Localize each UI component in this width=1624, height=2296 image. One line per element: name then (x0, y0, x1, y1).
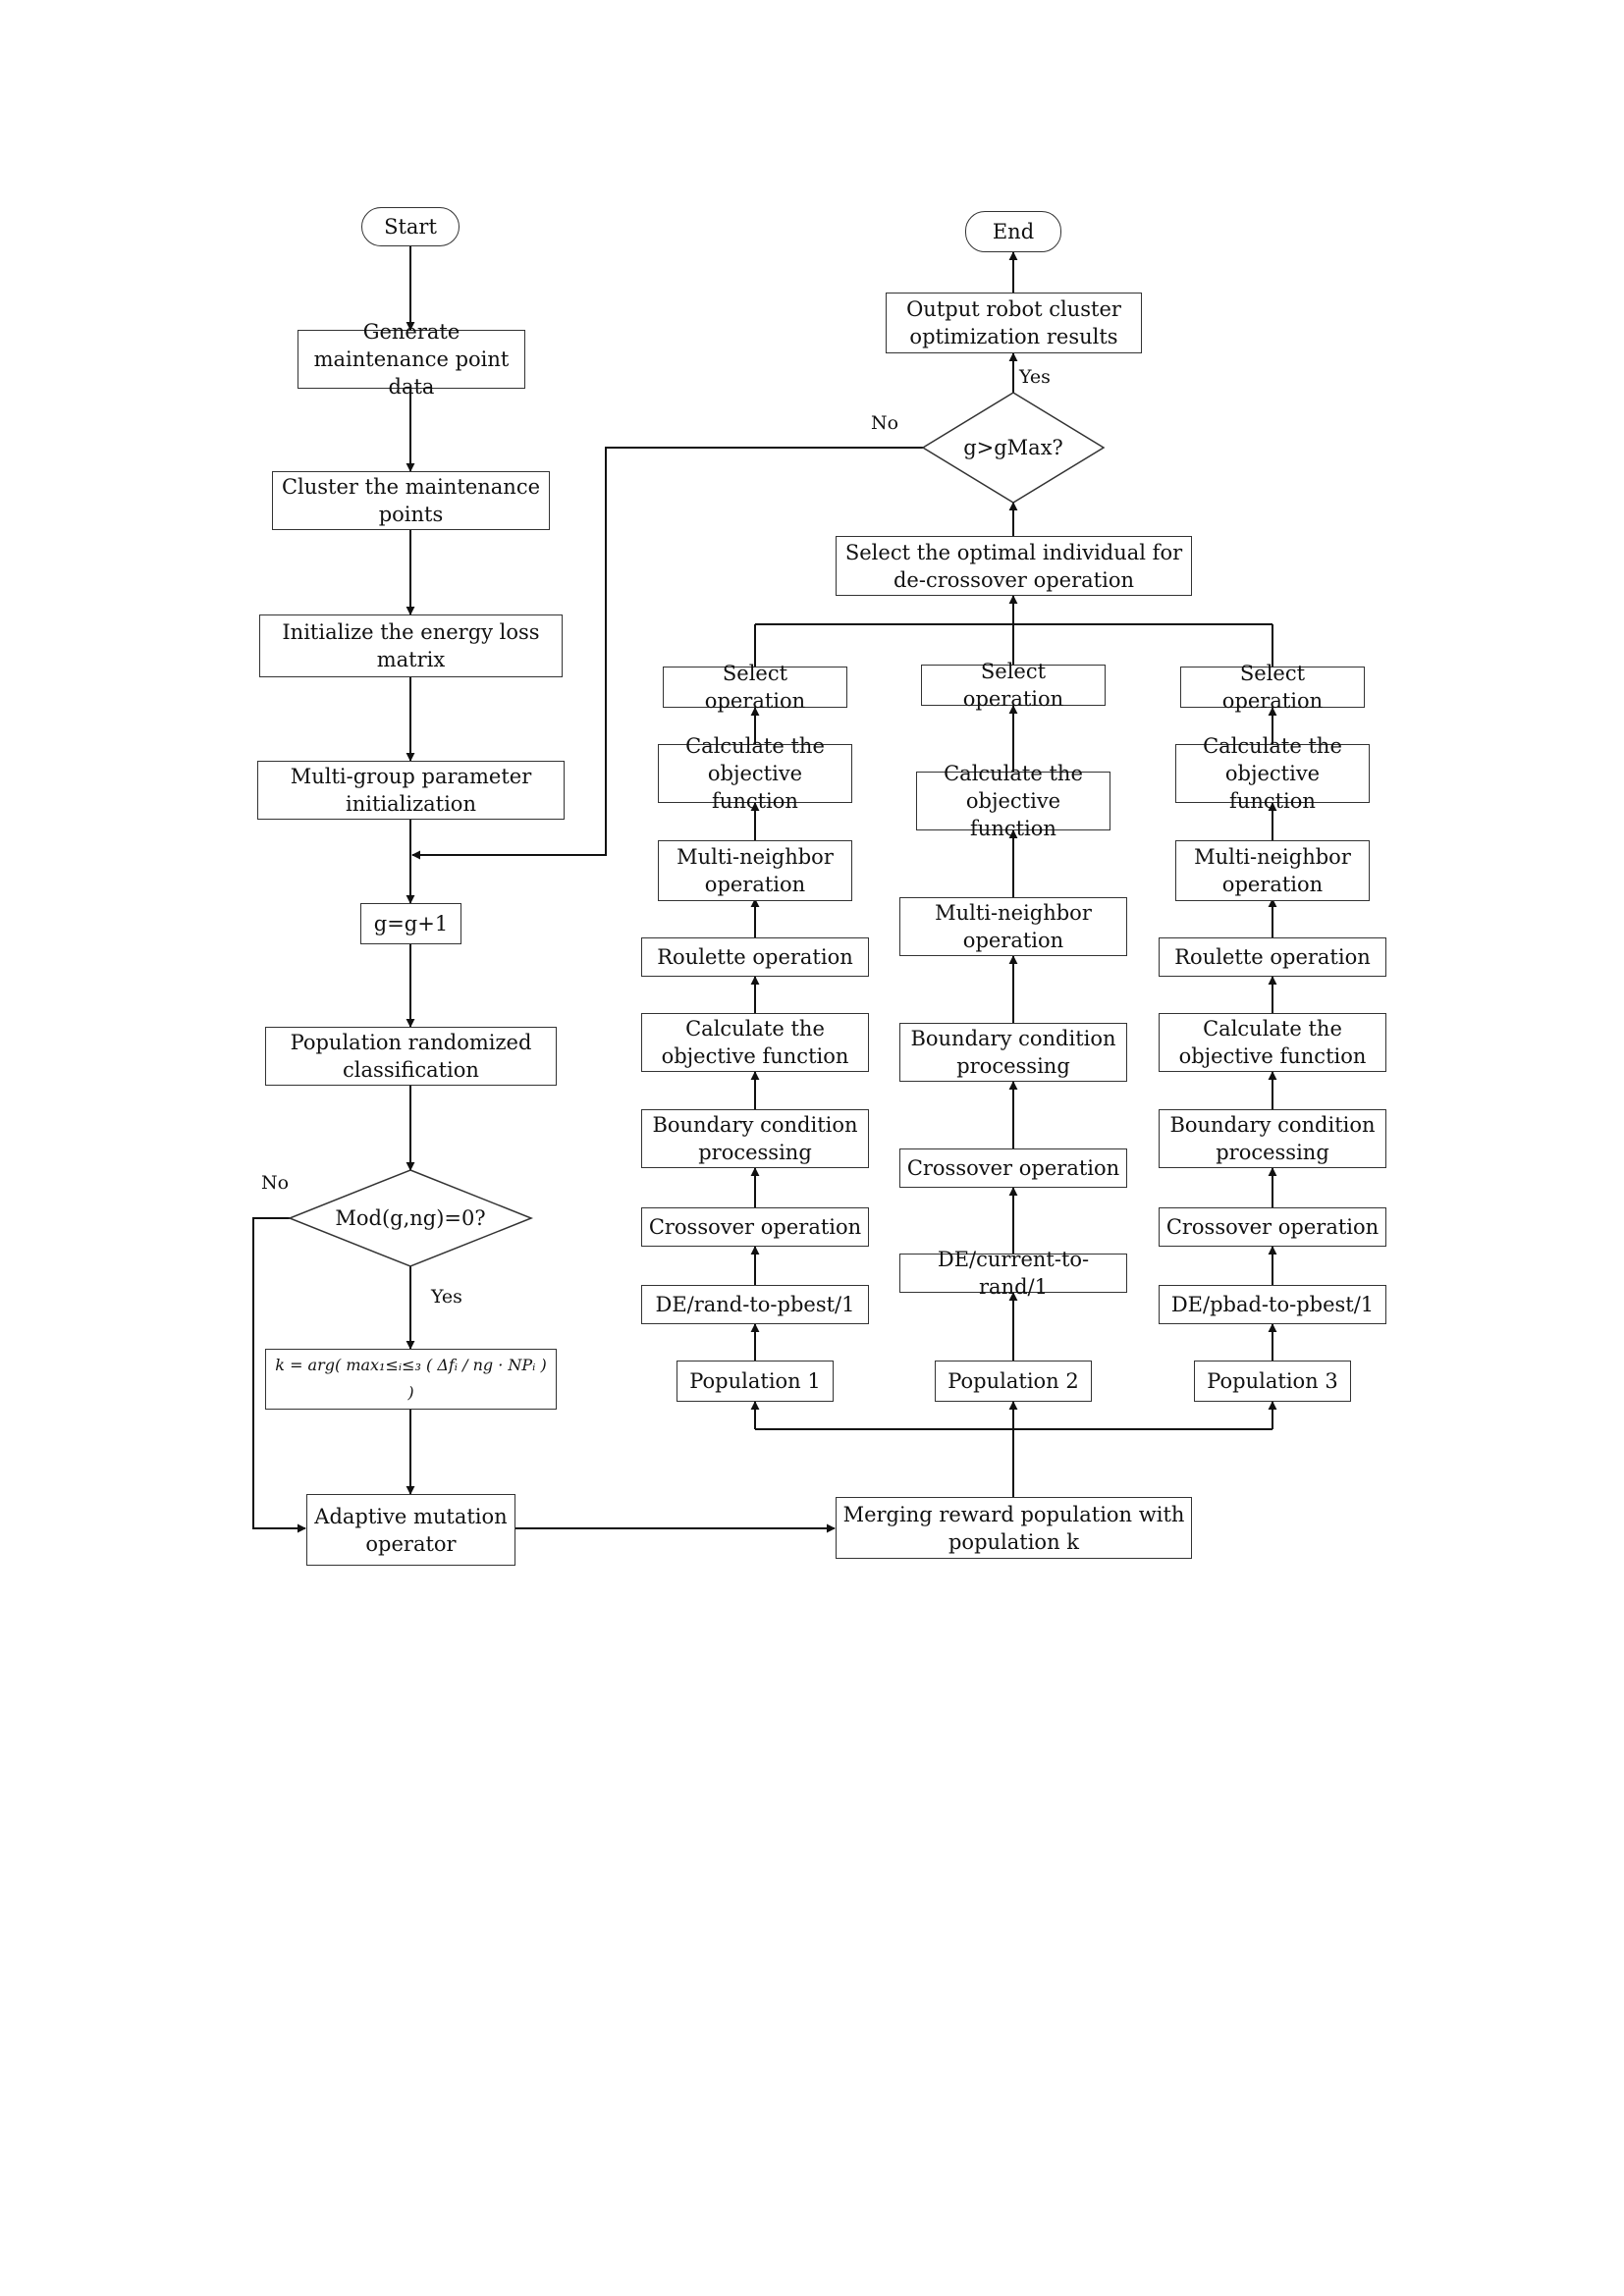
yes-gmax-label: Yes (1019, 366, 1051, 388)
multi-neighbor-3-box: Multi-neighbor operation (1175, 840, 1370, 901)
calc-objective-2-box: Calculate the objective function (916, 762, 1110, 840)
calc-objective-1a-box: Calculate the objective function (641, 1013, 869, 1072)
boundary-2-box: Boundary condition processing (899, 1023, 1127, 1082)
calc-objective-3b-box: Calculate the objective function (1175, 734, 1370, 813)
yes-mod-label: Yes (431, 1286, 462, 1308)
multi-neighbor-1-box: Multi-neighbor operation (658, 840, 852, 901)
boundary-3-box: Boundary condition processing (1159, 1109, 1386, 1168)
calc-objective-3a-box: Calculate the objective function (1159, 1013, 1386, 1072)
start-terminal: Start (361, 207, 460, 246)
de-pbad-to-pbest-box: DE/pbad-to-pbest/1 (1159, 1285, 1386, 1324)
multi-neighbor-2-box: Multi-neighbor operation (899, 897, 1127, 956)
crossover-1-box: Crossover operation (641, 1207, 869, 1247)
output-results-box: Output robot cluster optimization result… (886, 293, 1142, 353)
k-formula-box: k = arg( max₁≤ᵢ≤₃ ( Δfᵢ / ng · NPᵢ ) ) (265, 1349, 557, 1410)
crossover-2-box: Crossover operation (899, 1148, 1127, 1188)
crossover-3-box: Crossover operation (1159, 1207, 1386, 1247)
mod-decision-label: Mod(g,ng)=0? (335, 1206, 486, 1230)
decision-diamond-mod (287, 1169, 534, 1267)
init-energy-box: Initialize the energy loss matrix (259, 614, 563, 677)
no-mod-label: No (261, 1172, 290, 1194)
calc-objective-1b-box: Calculate the objective function (658, 734, 852, 813)
select-optimal-box: Select the optimal individual for de-cro… (836, 536, 1192, 596)
select-1-box: Select operation (663, 662, 847, 713)
roulette-3-box: Roulette operation (1159, 937, 1386, 977)
population-2-box: Population 2 (935, 1361, 1092, 1402)
edge-gmax-no (411, 447, 923, 860)
multi-group-init-box: Multi-group parameter initialization (257, 761, 565, 820)
population-1-box: Population 1 (677, 1361, 834, 1402)
adaptive-mutation-box: Adaptive mutation operator (306, 1494, 515, 1566)
edge-mod-no (252, 1217, 306, 1533)
select-3-box: Select operation (1180, 662, 1365, 713)
roulette-1-box: Roulette operation (641, 937, 869, 977)
population-randomized-box: Population randomized classification (265, 1027, 557, 1086)
boundary-1-box: Boundary condition processing (641, 1109, 869, 1168)
de-rand-to-pbest-box: DE/rand-to-pbest/1 (641, 1285, 869, 1324)
decision-diamond-gmax (921, 392, 1106, 504)
gmax-decision-label: g>gMax? (963, 436, 1063, 459)
end-terminal: End (965, 211, 1061, 252)
select-2-box: Select operation (921, 660, 1106, 711)
population-3-box: Population 3 (1194, 1361, 1351, 1402)
cluster-points-box: Cluster the maintenance points (272, 471, 550, 530)
g-increment-box: g=g+1 (360, 903, 461, 944)
generate-data-box: Generate maintenance point data (298, 320, 525, 399)
merging-reward-box: Merging reward population with populatio… (836, 1497, 1192, 1559)
no-gmax-label: No (871, 412, 899, 434)
de-current-to-rand-box: DE/current-to-rand/1 (899, 1248, 1127, 1299)
